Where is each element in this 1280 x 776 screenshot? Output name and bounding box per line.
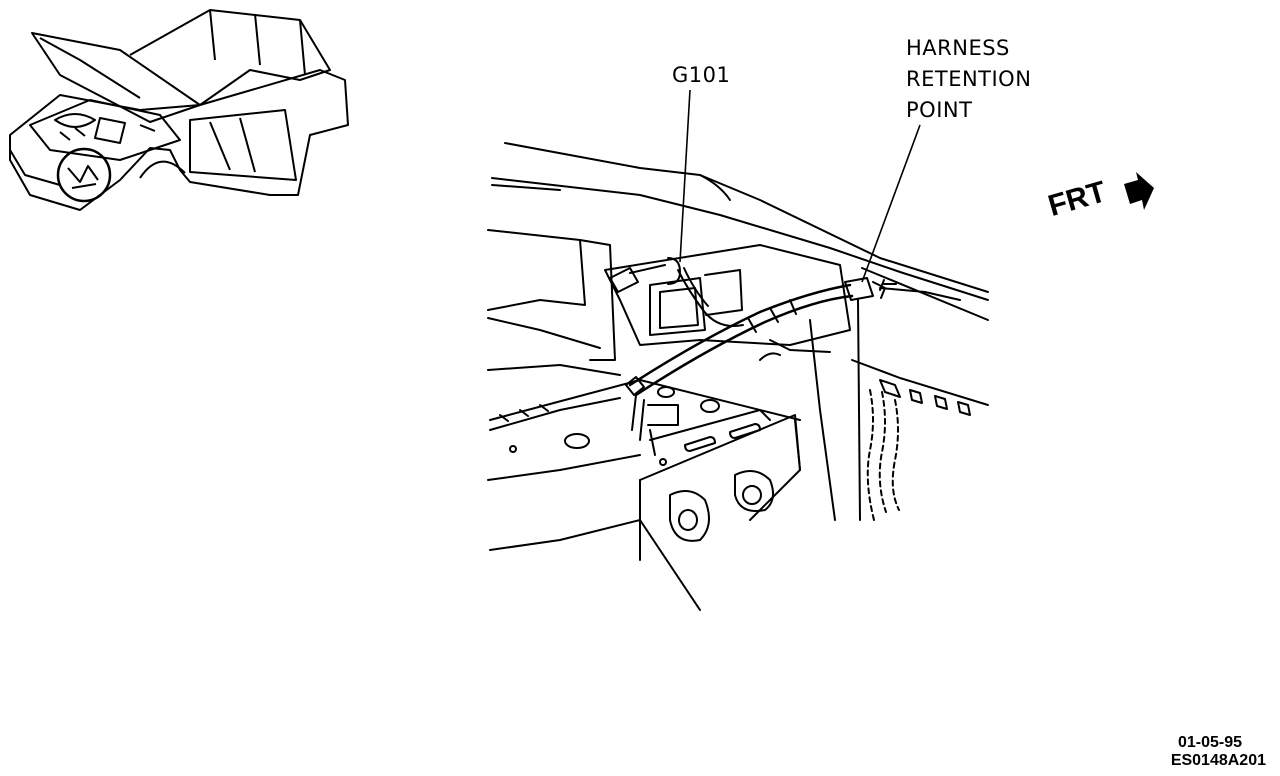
reference-code: ES0148A201	[1170, 752, 1266, 769]
harness-label-line-2: RETENTION	[906, 67, 1032, 91]
leader-lines	[679, 89, 921, 283]
harness-retention-point-callout: HARNESS RETENTION POINT	[906, 33, 1031, 126]
front-arrow-icon	[1124, 172, 1154, 210]
reference-date: 01-05-95	[1177, 734, 1242, 751]
harness-retention-leader-line	[861, 124, 921, 283]
g101-callout-label: G101	[672, 63, 731, 87]
harness-label-line-1: HARNESS	[906, 36, 1010, 60]
vehicle-locator-illustration	[9, 9, 349, 211]
g101-leader-line	[679, 89, 691, 263]
main-detail-illustration	[487, 142, 989, 611]
harness-label-line-3: POINT	[906, 98, 973, 122]
